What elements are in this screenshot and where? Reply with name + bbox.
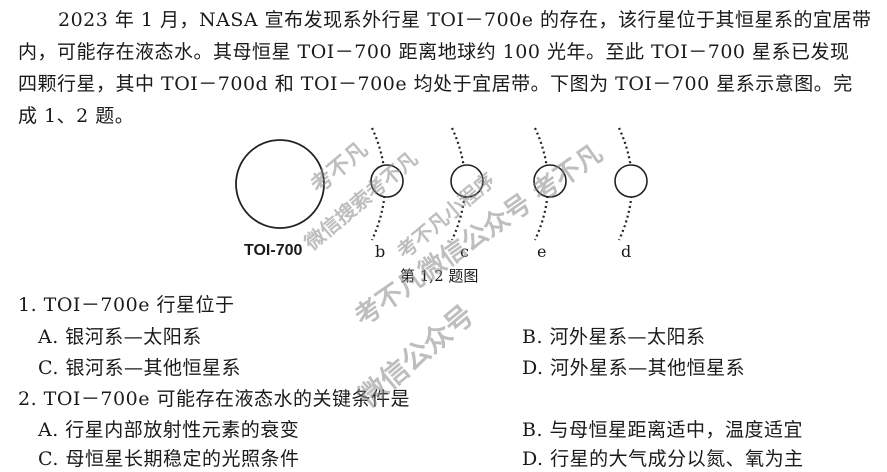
- planet-e-circle: [533, 164, 567, 198]
- intro-line-3: 四颗行星，其中 TOI－700d 和 TOI－700e 均处于宜居带。下图为 T…: [18, 73, 853, 95]
- planet-b-circle: [370, 164, 404, 198]
- star-label: TOI-700: [244, 242, 303, 259]
- question-1-option-a: A. 银河系—太阳系: [38, 326, 202, 348]
- question-1-option-c: C. 银河系—其他恒星系: [38, 357, 241, 379]
- planet-label-e: e: [537, 242, 547, 261]
- planet-e: [533, 127, 567, 241]
- question-2-option-c: C. 母恒星长期稳定的光照条件: [38, 448, 300, 470]
- planet-label-b: b: [375, 242, 386, 261]
- planet-b: [370, 127, 404, 241]
- planet-d: [614, 127, 648, 241]
- question-2-stem: 2. TOI－700e 可能存在液态水的关键条件是: [18, 388, 410, 410]
- question-1-option-d: D. 河外星系—其他恒星系: [522, 357, 746, 379]
- intro-line-4: 成 1、2 题。: [18, 105, 135, 127]
- intro-paragraph: 2023 年 1 月，NASA 宣布发现系外行星 TOI－700e 的存在，该行…: [18, 4, 880, 132]
- intro-line-2: 内，可能存在液态水。其母恒星 TOI－700 距离地球约 100 光年。至此 T…: [18, 41, 850, 63]
- planet-c: [450, 127, 484, 241]
- planet-d-circle: [614, 164, 648, 198]
- question-2-option-b: B. 与母恒星距离适中，温度适宜: [522, 419, 804, 441]
- question-2-option-a: A. 行星内部放射性元素的衰变: [38, 419, 300, 441]
- planet-label-d: d: [621, 242, 632, 261]
- question-2-option-d: D. 行星的大气成分以氮、氧为主: [522, 448, 804, 470]
- figure-caption: 第 1,2 题图: [400, 267, 479, 285]
- planet-c-circle: [450, 164, 484, 198]
- question-1-stem: 1. TOI－700e 行星位于: [18, 294, 235, 316]
- question-1-option-b: B. 河外星系—太阳系: [522, 326, 706, 348]
- planet-label-c: c: [460, 242, 469, 261]
- intro-line-1: 2023 年 1 月，NASA 宣布发现系外行星 TOI－700e 的存在，该行…: [58, 9, 872, 31]
- star-toi-700: [235, 139, 325, 229]
